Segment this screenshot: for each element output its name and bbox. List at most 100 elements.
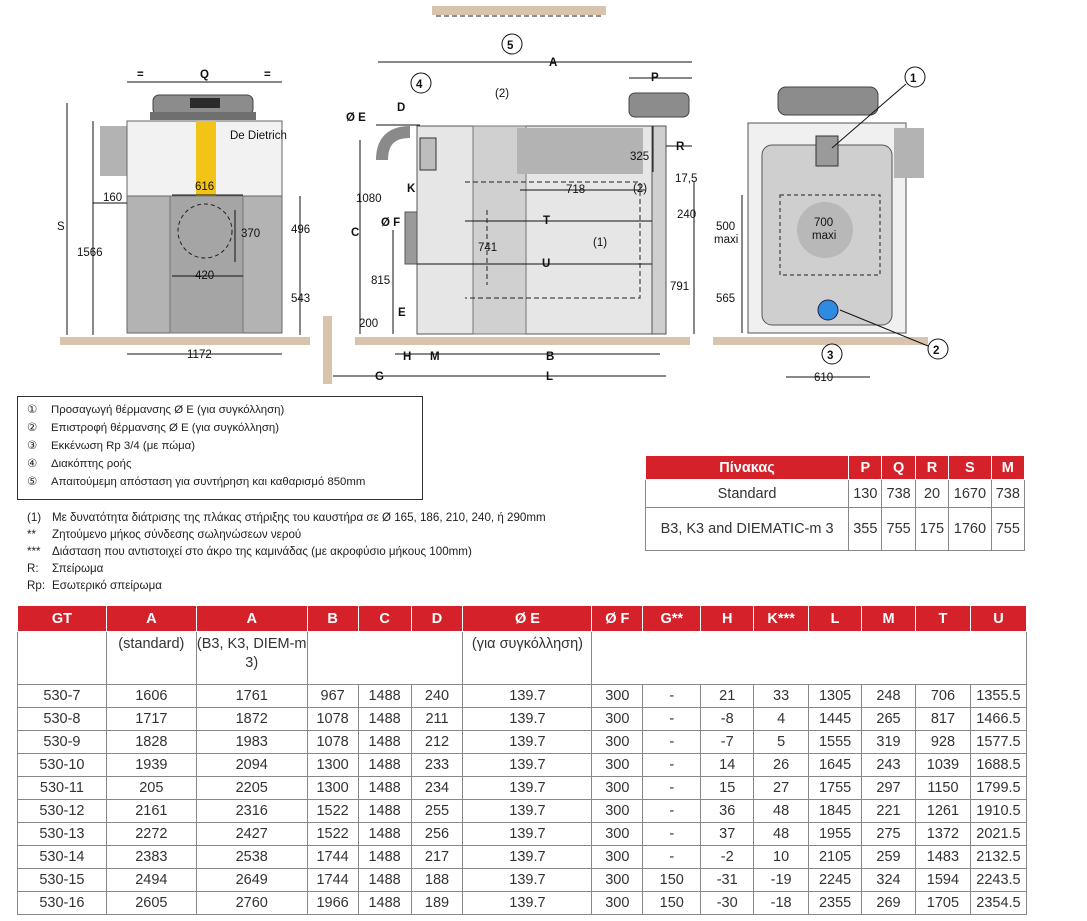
table-cell: -7 <box>700 730 755 754</box>
table-cell: 300 <box>591 684 644 708</box>
dim-700: 700 <box>814 217 833 229</box>
dim-r: R <box>676 141 685 153</box>
dim-b: B <box>546 351 554 363</box>
table-cell: 139.7 <box>462 684 593 708</box>
table-cell: 15 <box>700 776 755 800</box>
dimensions-header-cell: B <box>306 605 359 632</box>
dimensions-header-cell: U <box>969 605 1028 632</box>
note-text: Σπείρωμα <box>52 562 104 575</box>
table-cell: 1039 <box>914 753 971 777</box>
table-cell: 2760 <box>195 891 308 915</box>
subheader-a-standard: (standard) <box>105 631 197 685</box>
table-cell: - <box>642 707 702 731</box>
dim-200: 200 <box>359 318 378 330</box>
dim-370: 370 <box>241 228 260 240</box>
table-cell: 2605 <box>105 891 197 915</box>
table-cell: 10 <box>753 845 810 869</box>
table-cell: 217 <box>410 845 464 869</box>
dimensions-header-cell: K*** <box>753 605 810 632</box>
table-cell: 530-16 <box>17 891 107 915</box>
note-item: (1)Με δυνατότητα διάτρισης της πλάκας στ… <box>27 509 546 526</box>
dim-g: G <box>375 371 384 383</box>
note-text: Με δυνατότητα διάτρισης της πλάκας στήρι… <box>52 511 546 524</box>
table-cell: 530-9 <box>17 730 107 754</box>
dimensions-header-cell: T <box>914 605 971 632</box>
table-cell: 928 <box>914 730 971 754</box>
dim-a: A <box>549 57 557 69</box>
table-cell: 5 <box>753 730 810 754</box>
dim-e2: E <box>398 307 406 319</box>
dim-h: H <box>403 351 411 363</box>
legend-number: ① <box>27 404 38 416</box>
table-cell: 243 <box>861 753 916 777</box>
subheader-a-b3: (B3, K3, DIEM-m 3) <box>195 631 308 685</box>
dim-dia-e: Ø E <box>346 112 366 124</box>
table-cell: 1488 <box>357 799 412 823</box>
notes-list: (1)Με δυνατότητα διάτρισης της πλάκας στ… <box>27 509 546 594</box>
table-cell: 300 <box>591 730 644 754</box>
fn2-top: (2) <box>495 88 509 100</box>
table-cell: 817 <box>914 707 971 731</box>
table-cell: 1761 <box>195 684 308 708</box>
table-cell: 2105 <box>808 845 863 869</box>
table-cell: 189 <box>410 891 464 915</box>
variant-header-cell: S <box>948 455 992 480</box>
dimensions-header-cell: D <box>410 605 464 632</box>
floor-strip-right <box>713 337 928 345</box>
dim-17-5: 17,5 <box>675 173 697 185</box>
table-cell: 1828 <box>105 730 197 754</box>
note-text: Ζητούμενο μήκος σύνδεσης σωληνώσεων νερο… <box>52 528 302 541</box>
legend-text: Απαιτούμεμη απόσταση για συντήρηση και κ… <box>51 476 366 488</box>
fn2-mid: (2) <box>633 183 647 195</box>
table-cell: 1488 <box>357 822 412 846</box>
dimensions-header-cell: G** <box>642 605 702 632</box>
dim-791: 791 <box>670 281 689 293</box>
table-cell: 706 <box>914 684 971 708</box>
variant-cell: 738 <box>990 479 1026 508</box>
table-cell: 139.7 <box>462 776 593 800</box>
variant-header-cell: R <box>914 455 950 480</box>
table-cell: 1910.5 <box>969 799 1028 823</box>
dimensions-subheader-row: (standard) (B3, K3, DIEM-m 3) (για συγκό… <box>17 631 1027 685</box>
subheader-e-note: (για συγκόλληση) <box>462 631 593 685</box>
dim-p: P <box>651 72 659 84</box>
dim-815: 815 <box>371 275 390 287</box>
variant-cell: 20 <box>914 479 950 508</box>
legend-number: ② <box>27 422 38 434</box>
table-cell: 2494 <box>105 868 197 892</box>
table-cell: 1966 <box>306 891 359 915</box>
wall-strip <box>323 316 332 384</box>
dim-dia-f: Ø F <box>381 217 400 229</box>
table-cell: 2132.5 <box>969 845 1028 869</box>
table-cell: 275 <box>861 822 916 846</box>
table-cell: 1939 <box>105 753 197 777</box>
top-floor-strip <box>432 6 606 15</box>
table-cell: 1445 <box>808 707 863 731</box>
table-cell: 2205 <box>195 776 308 800</box>
table-cell: 188 <box>410 868 464 892</box>
callout-2 <box>927 338 949 360</box>
note-text: Εσωτερικό σπείρωμα <box>52 579 162 592</box>
dimensions-header-cell: GT <box>17 605 107 632</box>
table-cell: 255 <box>410 799 464 823</box>
table-cell: 1522 <box>306 799 359 823</box>
table-cell: 48 <box>753 822 810 846</box>
table-cell: -8 <box>700 707 755 731</box>
table-cell: 2243.5 <box>969 868 1028 892</box>
svg-text:3: 3 <box>827 350 833 362</box>
variant-cell: 1670 <box>948 479 992 508</box>
table-cell: 14 <box>700 753 755 777</box>
legend-text: Εκκένωση Rp 3/4 (με πώμα) <box>51 440 196 452</box>
svg-text:1: 1 <box>910 73 917 85</box>
table-cell: 150 <box>642 868 702 892</box>
dim-741: 741 <box>478 242 497 254</box>
table-cell: 300 <box>591 868 644 892</box>
table-cell: 139.7 <box>462 730 593 754</box>
table-cell: 33 <box>753 684 810 708</box>
dim-610: 610 <box>814 372 833 384</box>
table-cell: 1078 <box>306 730 359 754</box>
